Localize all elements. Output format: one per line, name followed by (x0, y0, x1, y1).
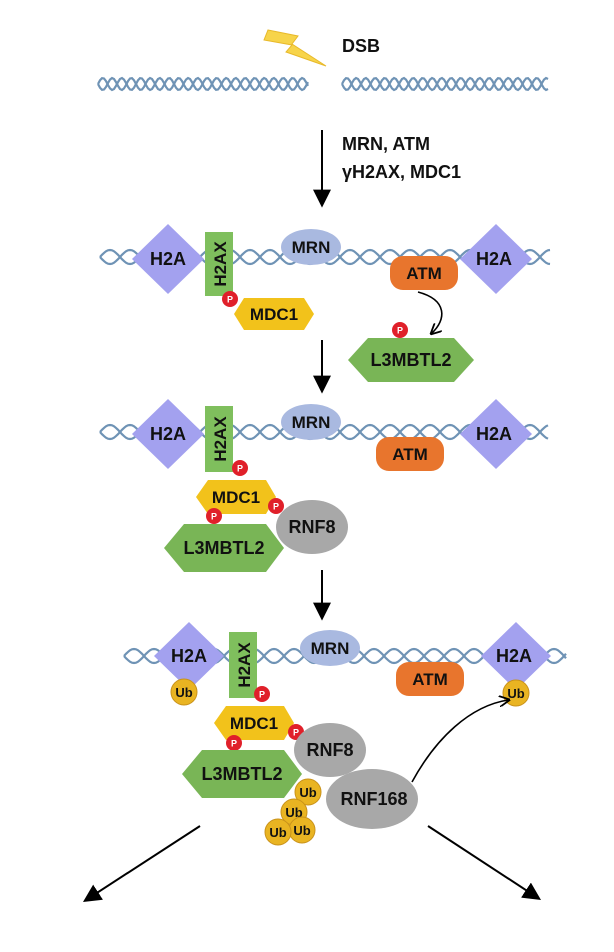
arrow-down-right-icon (427, 825, 542, 900)
dna-broken-right (341, 76, 549, 92)
svg-text:H2A: H2A (150, 249, 186, 269)
h2ax: H2AX (229, 632, 257, 698)
svg-text:ATM: ATM (412, 670, 448, 689)
svg-text:P: P (293, 728, 299, 738)
mrn: MRN (300, 630, 360, 666)
phospho-badge: P (254, 686, 270, 702)
curved-arrow-icon (417, 291, 443, 333)
h2ax: H2AX (205, 232, 233, 296)
h2a-right: H2A (481, 622, 551, 690)
curved-arrow-icon (411, 700, 508, 783)
svg-text:MRN: MRN (292, 413, 331, 432)
svg-text:H2A: H2A (171, 646, 207, 666)
h2a-left: H2A (132, 224, 204, 294)
panel-dsb: DSB MRN, ATM γH2AX, MDC1 (97, 29, 549, 208)
h2ax: H2AX (205, 406, 233, 472)
mrn: MRN (281, 229, 341, 265)
panel-recruitment: H2A H2A H2AX MRN ATM MDC1 P L3MBTL (99, 224, 551, 394)
svg-text:H2AX: H2AX (235, 642, 254, 688)
svg-text:RNF8: RNF8 (306, 740, 353, 760)
l3mbtl2: L3MBTL2 (348, 338, 474, 382)
svg-text:P: P (273, 502, 279, 512)
panel-l3mbtl2-binding: H2A H2A H2AX MRN ATM MDC1 P P (99, 399, 549, 621)
svg-text:MDC1: MDC1 (212, 488, 260, 507)
svg-text:P: P (231, 739, 237, 749)
ub-badge: Ub (294, 778, 322, 806)
atm: ATM (390, 256, 458, 290)
atm: ATM (396, 662, 464, 696)
atm: ATM (376, 437, 444, 471)
phospho-badge: P (226, 735, 242, 751)
phospho-badge: P (392, 322, 408, 338)
svg-text:L3MBTL2: L3MBTL2 (184, 538, 265, 558)
svg-text:Ub: Ub (293, 823, 310, 838)
rnf8: RNF8 (294, 723, 366, 777)
h2a-right: H2A (460, 224, 532, 294)
svg-text:P: P (211, 512, 217, 522)
svg-text:MRN: MRN (292, 238, 331, 257)
svg-text:L3MBTL2: L3MBTL2 (202, 764, 283, 784)
svg-text:H2AX: H2AX (211, 241, 230, 287)
svg-text:Ub: Ub (507, 686, 524, 701)
svg-text:MDC1: MDC1 (250, 305, 298, 324)
svg-text:Ub: Ub (269, 825, 286, 840)
l3mbtl2: L3MBTL2 (182, 750, 302, 798)
step1-label-line1: MRN, ATM (342, 134, 430, 154)
svg-text:H2AX: H2AX (211, 416, 230, 462)
mrn: MRN (281, 404, 341, 440)
svg-text:L3MBTL2: L3MBTL2 (371, 350, 452, 370)
ub-badge: Ub (170, 678, 198, 706)
ub-badge: Ub (502, 679, 530, 707)
svg-text:ATM: ATM (406, 264, 442, 283)
lightning-bolt-icon (263, 29, 327, 67)
svg-text:H2A: H2A (476, 424, 512, 444)
panel-ubiquitination: H2A H2A Ub Ub H2AX MRN ATM MDC1 (82, 622, 567, 902)
rnf168: RNF168 (326, 769, 418, 829)
phospho-badge: P (232, 460, 248, 476)
svg-text:P: P (237, 464, 243, 474)
l3mbtl2: L3MBTL2 (164, 524, 284, 572)
svg-text:Ub: Ub (175, 685, 192, 700)
ub-badge: Ub (264, 818, 292, 846)
svg-text:Ub: Ub (299, 785, 316, 800)
phospho-badge: P (268, 498, 284, 514)
h2a-left: H2A (132, 399, 204, 469)
svg-text:H2A: H2A (496, 646, 532, 666)
dsb-label: DSB (342, 36, 380, 56)
mdc1: MDC1 (234, 298, 314, 330)
svg-text:RNF168: RNF168 (340, 789, 407, 809)
h2a-right: H2A (460, 399, 532, 469)
arrow-down-left-icon (82, 825, 201, 902)
phospho-badge: P (222, 291, 238, 307)
svg-text:RNF8: RNF8 (288, 517, 335, 537)
svg-text:Ub: Ub (285, 805, 302, 820)
dna-broken-left (97, 76, 309, 92)
rnf8: RNF8 (276, 500, 348, 554)
step1-label-line2: γH2AX, MDC1 (342, 162, 461, 182)
svg-text:MDC1: MDC1 (230, 714, 278, 733)
mdc1: MDC1 (196, 480, 276, 514)
svg-text:P: P (227, 295, 233, 305)
svg-text:H2A: H2A (150, 424, 186, 444)
mdc1: MDC1 (214, 706, 294, 740)
svg-text:MRN: MRN (311, 639, 350, 658)
phospho-badge: P (206, 508, 222, 524)
h2a-left: H2A (154, 622, 224, 690)
ub-badge: Ub (288, 816, 316, 844)
svg-text:P: P (397, 326, 403, 336)
svg-text:ATM: ATM (392, 445, 428, 464)
svg-text:H2A: H2A (476, 249, 512, 269)
svg-text:P: P (259, 690, 265, 700)
